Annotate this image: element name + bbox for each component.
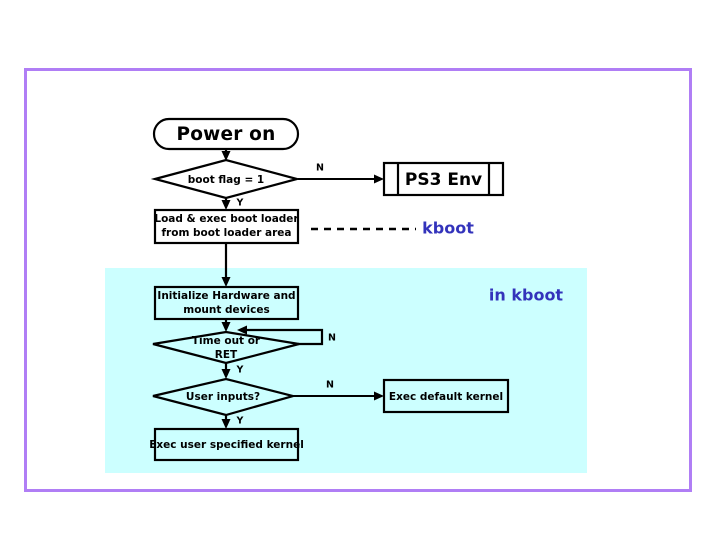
connector-inithw-to-timeout [221,319,231,332]
node-exec-default-kernel[interactable]: Exec default kernel [382,378,510,414]
connector-timeout-no-loop [237,325,324,346]
connector-bootflag-no-to-ps3env [298,174,384,184]
branch-label-bootflag-yes: Y [236,198,244,209]
node-load-exec-label-line1: Load & exec boot loader [154,213,299,225]
branch-label-userinputs-no: N [326,380,334,391]
branch-label-timeout-no: N [328,333,336,344]
connector-userinputs-yes-to-execuser [221,415,231,429]
branch-label-userinputs-yes: Y [236,416,244,427]
node-timeout-label-line2: RET [215,349,238,361]
node-user-inputs-label: User inputs? [186,391,260,403]
node-load-exec-bootloader[interactable]: Load & exec boot loader from boot loader… [153,208,299,245]
connector-loadexec-to-inithw [221,243,231,287]
node-ps3-env[interactable]: PS3 Env [382,161,505,197]
node-ps3-env-label: PS3 Env [405,170,482,190]
slide-frame-border [24,68,692,492]
branch-label-bootflag-no: N [316,163,324,174]
node-initialize-hardware[interactable]: Initialize Hardware and mount devices [153,285,300,321]
node-power-on[interactable]: Power on [152,117,300,151]
node-exec-default-label: Exec default kernel [389,391,503,403]
node-init-hw-label-line1: Initialize Hardware and [157,290,295,302]
node-power-on-label: Power on [177,124,276,145]
connector-userinputs-no-to-execdefault [293,391,384,401]
node-timeout-ret-decision[interactable]: Time out or RET [152,330,300,365]
node-load-exec-label-line2: from boot loader area [161,227,291,239]
annotation-kboot: kboot [422,219,474,238]
connector-timeout-yes-to-userinputs [221,363,231,379]
node-exec-user-kernel[interactable]: Exec user specified kernel [149,427,304,462]
node-init-hw-label-line2: mount devices [183,304,269,316]
annotation-in-kboot: in kboot [489,286,564,305]
node-user-inputs-decision[interactable]: User inputs? [152,377,298,417]
node-exec-user-label: Exec user specified kernel [149,439,304,451]
node-boot-flag-label: boot flag = 1 [188,174,264,186]
connector-bootflag-yes-to-loadexec [221,198,231,210]
node-timeout-label-line1: Time out or [192,335,261,347]
branch-label-timeout-yes: Y [236,365,244,376]
node-boot-flag-decision[interactable]: boot flag = 1 [150,158,302,200]
